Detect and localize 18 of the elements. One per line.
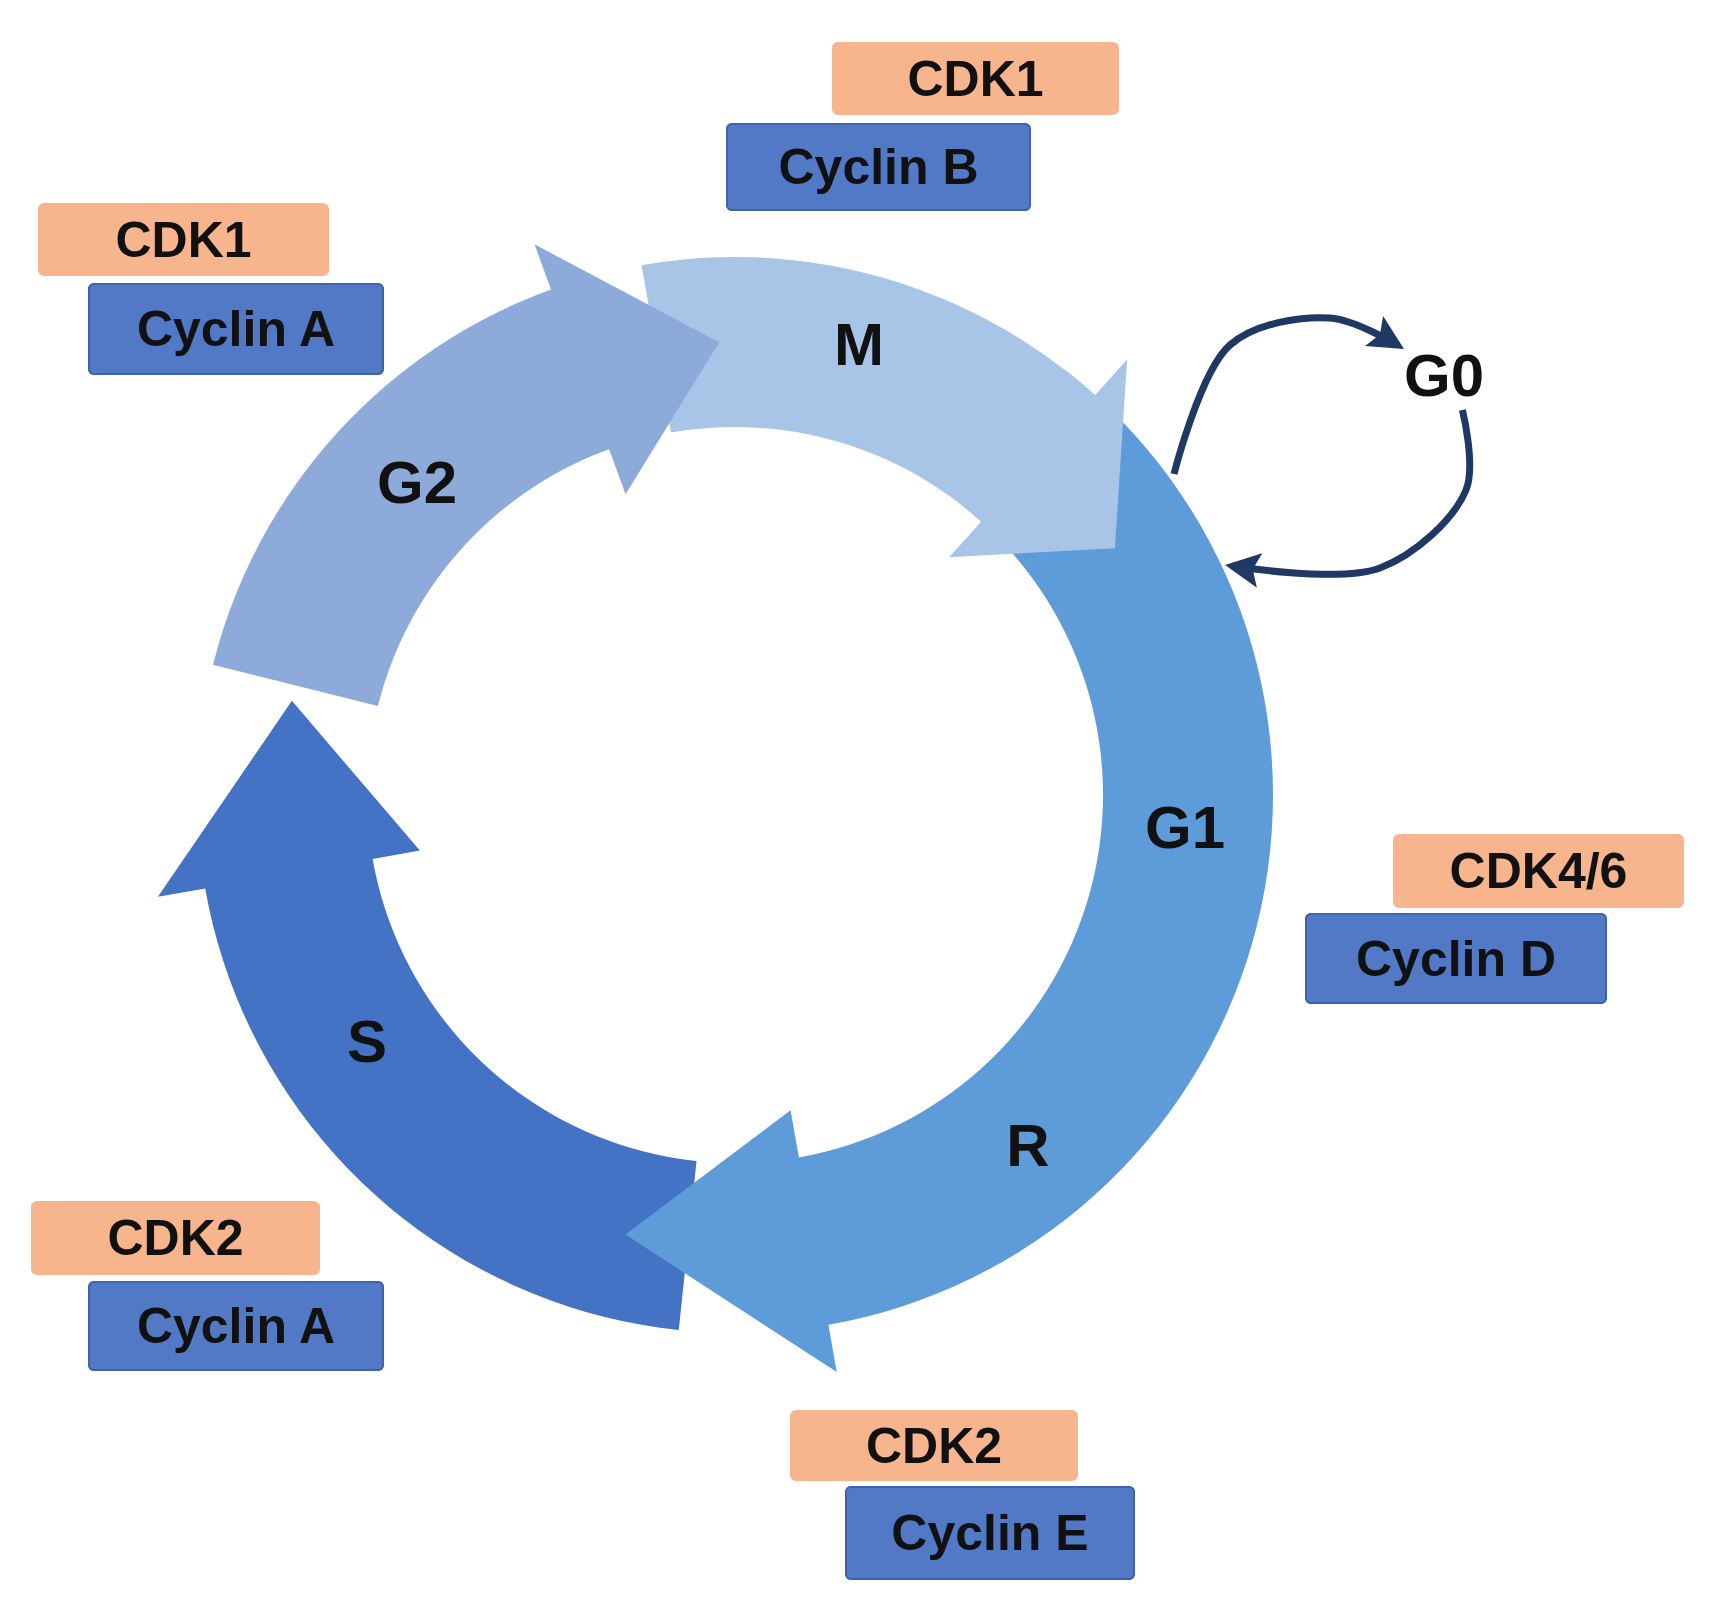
protein-label: Cyclin B — [726, 123, 1031, 211]
protein-label: CDK2 — [790, 1410, 1078, 1481]
phase-label: G2 — [371, 449, 463, 517]
phase-label: S — [332, 1008, 402, 1076]
phase-label: R — [993, 1112, 1063, 1180]
protein-label: CDK1 — [832, 42, 1119, 115]
arrow — [1225, 409, 1474, 588]
protein-label: Cyclin D — [1305, 913, 1607, 1004]
arrow — [1170, 314, 1404, 475]
protein-label: CDK1 — [38, 203, 329, 276]
phase-label: G1 — [1139, 794, 1231, 862]
protein-label: CDK4/6 — [1393, 834, 1684, 908]
protein-label: CDK2 — [31, 1201, 320, 1275]
protein-label: Cyclin A — [88, 283, 384, 375]
phase-label: G0 — [1398, 342, 1490, 410]
protein-label: Cyclin A — [88, 1281, 384, 1371]
phase-label: M — [819, 311, 899, 379]
protein-label: Cyclin E — [845, 1486, 1135, 1580]
